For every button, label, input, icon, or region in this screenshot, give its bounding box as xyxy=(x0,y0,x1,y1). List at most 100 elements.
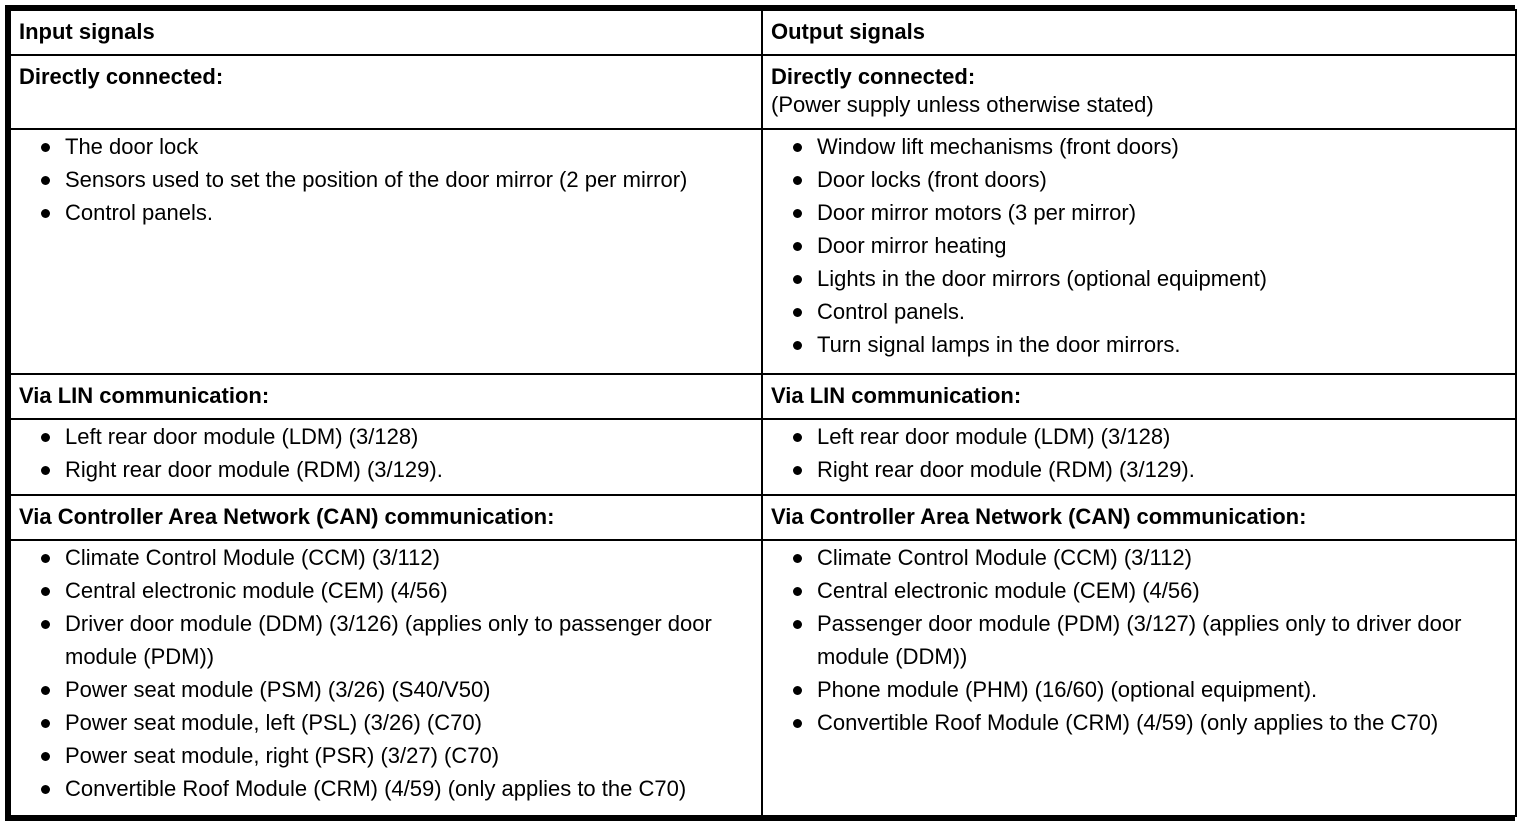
bullet-icon xyxy=(793,209,802,218)
section-heading-left-can: Via Controller Area Network (CAN) commun… xyxy=(19,504,555,529)
section-heading-row-directly-connected: Directly connected: Directly connected: … xyxy=(9,54,1517,130)
bullet-icon xyxy=(41,433,50,442)
bullet-icon xyxy=(41,466,50,475)
list-item: Sensors used to set the position of the … xyxy=(11,163,761,196)
list-item: Power seat module, right (PSR) (3/27) (C… xyxy=(11,739,761,772)
signals-table: Input signals Output signals Directly co… xyxy=(9,9,1517,817)
section-heading-cell-right-lin: Via LIN communication: xyxy=(761,373,1517,420)
section-heading-right-can: Via Controller Area Network (CAN) commun… xyxy=(771,504,1307,529)
list-item: Turn signal lamps in the door mirrors. xyxy=(763,328,1515,361)
list-item-label: Climate Control Module (CCM) (3/112) xyxy=(65,545,440,570)
list-item-label: Right rear door module (RDM) (3/129). xyxy=(817,457,1195,482)
section-heading-row-can: Via Controller Area Network (CAN) commun… xyxy=(9,494,1517,541)
list-cell-left-can: Climate Control Module (CCM) (3/112) Cen… xyxy=(9,539,763,817)
list-item: Passenger door module (PDM) (3/127) (app… xyxy=(763,607,1515,673)
list-item-label: Door mirror motors (3 per mirror) xyxy=(817,200,1137,225)
bullet-icon xyxy=(793,242,802,251)
bullet-icon xyxy=(41,686,50,695)
bullet-icon xyxy=(793,587,802,596)
list-item-label: Passenger door module (PDM) (3/127) (app… xyxy=(817,611,1462,669)
list-cell-right-lin: Left rear door module (LDM) (3/128) Righ… xyxy=(761,418,1517,496)
header-cell-output: Output signals xyxy=(761,9,1517,56)
list-item: Door locks (front doors) xyxy=(763,163,1515,196)
bullet-list-left-directly-connected: The door lock Sensors used to set the po… xyxy=(11,130,761,229)
list-cell-left-directly-connected: The door lock Sensors used to set the po… xyxy=(9,128,763,375)
section-heading-cell-left-can: Via Controller Area Network (CAN) commun… xyxy=(9,494,763,541)
list-item: Central electronic module (CEM) (4/56) xyxy=(763,574,1515,607)
list-item-label: Power seat module, right (PSR) (3/27) (C… xyxy=(65,743,500,768)
bullet-icon xyxy=(793,341,802,350)
list-item-label: Convertible Roof Module (CRM) (4/59) (on… xyxy=(817,710,1439,735)
section-list-row-lin: Left rear door module (LDM) (3/128) Righ… xyxy=(9,418,1517,496)
list-item-label: Sensors used to set the position of the … xyxy=(65,167,688,192)
list-item: Driver door module (DDM) (3/126) (applie… xyxy=(11,607,761,673)
bullet-icon xyxy=(793,275,802,284)
list-item: Climate Control Module (CCM) (3/112) xyxy=(11,541,761,574)
bullet-icon xyxy=(793,466,802,475)
bullet-icon xyxy=(41,785,50,794)
list-cell-left-lin: Left rear door module (LDM) (3/128) Righ… xyxy=(9,418,763,496)
signal-reference-table: Input signals Output signals Directly co… xyxy=(5,5,1517,821)
bullet-icon xyxy=(41,620,50,629)
bullet-icon xyxy=(41,587,50,596)
bullet-list-right-lin: Left rear door module (LDM) (3/128) Righ… xyxy=(763,420,1515,486)
list-item: Control panels. xyxy=(11,196,761,229)
list-item-label: Climate Control Module (CCM) (3/112) xyxy=(817,545,1192,570)
list-item: Convertible Roof Module (CRM) (4/59) (on… xyxy=(11,772,761,805)
list-item-label: Convertible Roof Module (CRM) (4/59) (on… xyxy=(65,776,687,801)
list-item-label: Left rear door module (LDM) (3/128) xyxy=(817,424,1171,449)
column-header-output-signals: Output signals xyxy=(771,19,925,44)
list-item-label: Turn signal lamps in the door mirrors. xyxy=(817,332,1181,357)
list-item-label: Power seat module, left (PSL) (3/26) (C7… xyxy=(65,710,482,735)
section-list-row-can: Climate Control Module (CCM) (3/112) Cen… xyxy=(9,539,1517,817)
list-item: Phone module (PHM) (16/60) (optional equ… xyxy=(763,673,1515,706)
bullet-icon xyxy=(41,554,50,563)
bullet-icon xyxy=(793,620,802,629)
list-item: Door mirror heating xyxy=(763,229,1515,262)
bullet-icon xyxy=(793,433,802,442)
list-item: Left rear door module (LDM) (3/128) xyxy=(763,420,1515,453)
list-item: Window lift mechanisms (front doors) xyxy=(763,130,1515,163)
bullet-list-left-lin: Left rear door module (LDM) (3/128) Righ… xyxy=(11,420,761,486)
section-heading-cell-right-directly-connected: Directly connected: (Power supply unless… xyxy=(761,54,1517,130)
list-item: The door lock xyxy=(11,130,761,163)
bullet-icon xyxy=(41,719,50,728)
list-item-label: Control panels. xyxy=(65,200,213,225)
section-heading-right-directly-connected: Directly connected: xyxy=(771,64,976,89)
list-item-label: Left rear door module (LDM) (3/128) xyxy=(65,424,419,449)
bullet-icon xyxy=(793,308,802,317)
bullet-list-left-can: Climate Control Module (CCM) (3/112) Cen… xyxy=(11,541,761,805)
list-item: Central electronic module (CEM) (4/56) xyxy=(11,574,761,607)
bullet-icon xyxy=(793,719,802,728)
list-item-label: Control panels. xyxy=(817,299,965,324)
list-cell-right-can: Climate Control Module (CCM) (3/112) Cen… xyxy=(761,539,1517,817)
list-item-label: Right rear door module (RDM) (3/129). xyxy=(65,457,443,482)
list-item-label: Driver door module (DDM) (3/126) (applie… xyxy=(65,611,712,669)
list-item: Right rear door module (RDM) (3/129). xyxy=(763,453,1515,486)
list-item: Door mirror motors (3 per mirror) xyxy=(763,196,1515,229)
list-item: Power seat module, left (PSL) (3/26) (C7… xyxy=(11,706,761,739)
list-item-label: Central electronic module (CEM) (4/56) xyxy=(817,578,1200,603)
section-heading-left-lin: Via LIN communication: xyxy=(19,383,270,408)
list-item: Convertible Roof Module (CRM) (4/59) (on… xyxy=(763,706,1515,739)
section-heading-right-lin: Via LIN communication: xyxy=(771,383,1022,408)
list-item-label: Phone module (PHM) (16/60) (optional equ… xyxy=(817,677,1318,702)
bullet-icon xyxy=(793,143,802,152)
list-item: Power seat module (PSM) (3/26) (S40/V50) xyxy=(11,673,761,706)
list-item-label: Central electronic module (CEM) (4/56) xyxy=(65,578,448,603)
list-item-label: Lights in the door mirrors (optional equ… xyxy=(817,266,1268,291)
list-item: Climate Control Module (CCM) (3/112) xyxy=(763,541,1515,574)
bullet-icon xyxy=(793,176,802,185)
table-header-row: Input signals Output signals xyxy=(9,9,1517,56)
section-heading-cell-left-lin: Via LIN communication: xyxy=(9,373,763,420)
bullet-icon xyxy=(41,143,50,152)
list-item: Lights in the door mirrors (optional equ… xyxy=(763,262,1515,295)
bullet-list-right-directly-connected: Window lift mechanisms (front doors) Doo… xyxy=(763,130,1515,361)
bullet-icon xyxy=(793,554,802,563)
header-cell-input: Input signals xyxy=(9,9,763,56)
bullet-list-right-can: Climate Control Module (CCM) (3/112) Cen… xyxy=(763,541,1515,739)
column-header-input-signals: Input signals xyxy=(19,19,155,44)
bullet-icon xyxy=(793,686,802,695)
section-heading-cell-right-can: Via Controller Area Network (CAN) commun… xyxy=(761,494,1517,541)
section-heading-left-directly-connected: Directly connected: xyxy=(19,64,224,89)
